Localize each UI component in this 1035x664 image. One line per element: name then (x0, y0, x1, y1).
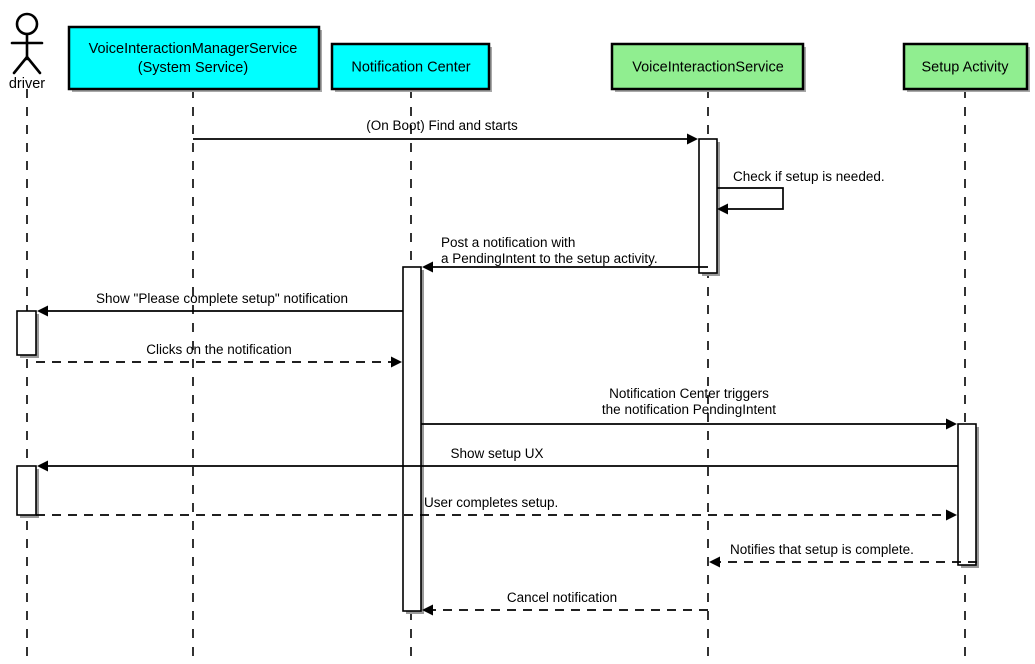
actor-label-driver: driver (9, 76, 45, 92)
message-label2-msg-6: the notification PendingIntent (602, 402, 776, 417)
message-label-msg-5: Clicks on the notification (146, 342, 292, 357)
arrowhead (37, 305, 48, 317)
arrowhead (946, 509, 957, 521)
message-label-msg-8: User completes setup. (424, 495, 558, 510)
participant-box-notification-center[interactable] (330, 42, 491, 91)
message-msg-9[interactable]: Notifies that setup is complete. (709, 542, 977, 568)
participant-label-notification-center: Notification Center (351, 59, 470, 75)
arrowhead (422, 261, 433, 273)
message-label-msg-9: Notifies that setup is complete. (730, 542, 914, 557)
activation-bar-setup-activity (957, 423, 977, 566)
activation-bar-voiceinteractionservice (698, 138, 718, 274)
message-msg-5[interactable]: Clicks on the notification (36, 342, 402, 368)
arrowhead (37, 460, 48, 472)
message-label-msg-6: Notification Center triggers (609, 386, 769, 401)
message-label-msg-4: Show "Please complete setup" notificatio… (96, 291, 348, 306)
participant-label-setup-activity: Setup Activity (921, 59, 1009, 75)
message-label-msg-2: Check if setup is needed. (733, 169, 885, 184)
message-label-msg-1: (On Boot) Find and starts (366, 118, 518, 133)
message-msg-8[interactable]: User completes setup. (36, 495, 957, 521)
activation-bar-notification-center (402, 266, 422, 612)
actor-driver[interactable]: driver (9, 12, 45, 92)
arrowhead (687, 133, 698, 145)
participant-boxes-layer: VoiceInteractionManagerService (System Se… (67, 25, 1030, 92)
activation-bars-layer (16, 138, 979, 614)
message-msg-10[interactable]: Cancel notification (422, 590, 708, 616)
message-msg-4[interactable]: Show "Please complete setup" notificatio… (37, 291, 403, 317)
participant-box-voiceinteractionservice[interactable] (610, 42, 805, 91)
message-label-msg-3: Post a notification with (441, 235, 575, 250)
message-msg-7[interactable]: Show setup UX (37, 446, 958, 472)
actor-head-icon (15, 12, 39, 36)
participant-box-vims[interactable] (67, 25, 321, 91)
activation-bar-driver (16, 465, 37, 516)
message-label2-msg-3: a PendingIntent to the setup activity. (441, 251, 658, 266)
message-path-msg-2 (717, 187, 784, 210)
arrowhead (709, 556, 720, 568)
actor-leg-left (12, 55, 29, 75)
activation-bar-driver (16, 310, 37, 356)
arrowhead (717, 203, 728, 215)
actor-layer: driver (9, 12, 45, 92)
arrowhead (946, 418, 957, 430)
message-label-msg-7: Show setup UX (450, 446, 543, 461)
message-msg-1[interactable]: (On Boot) Find and starts (193, 118, 698, 145)
arrowhead (391, 356, 402, 368)
participant-box-setup-activity[interactable] (902, 42, 1029, 91)
arrowhead (422, 604, 433, 616)
message-msg-2[interactable]: Check if setup is needed. (717, 169, 885, 215)
message-label-msg-10: Cancel notification (507, 590, 617, 605)
actor-leg-right (25, 55, 42, 75)
participant-sublabel-vims: (System Service) (138, 60, 248, 76)
participant-label-vims: VoiceInteractionManagerService (89, 41, 298, 57)
participant-label-voiceinteractionservice: VoiceInteractionService (632, 59, 784, 75)
